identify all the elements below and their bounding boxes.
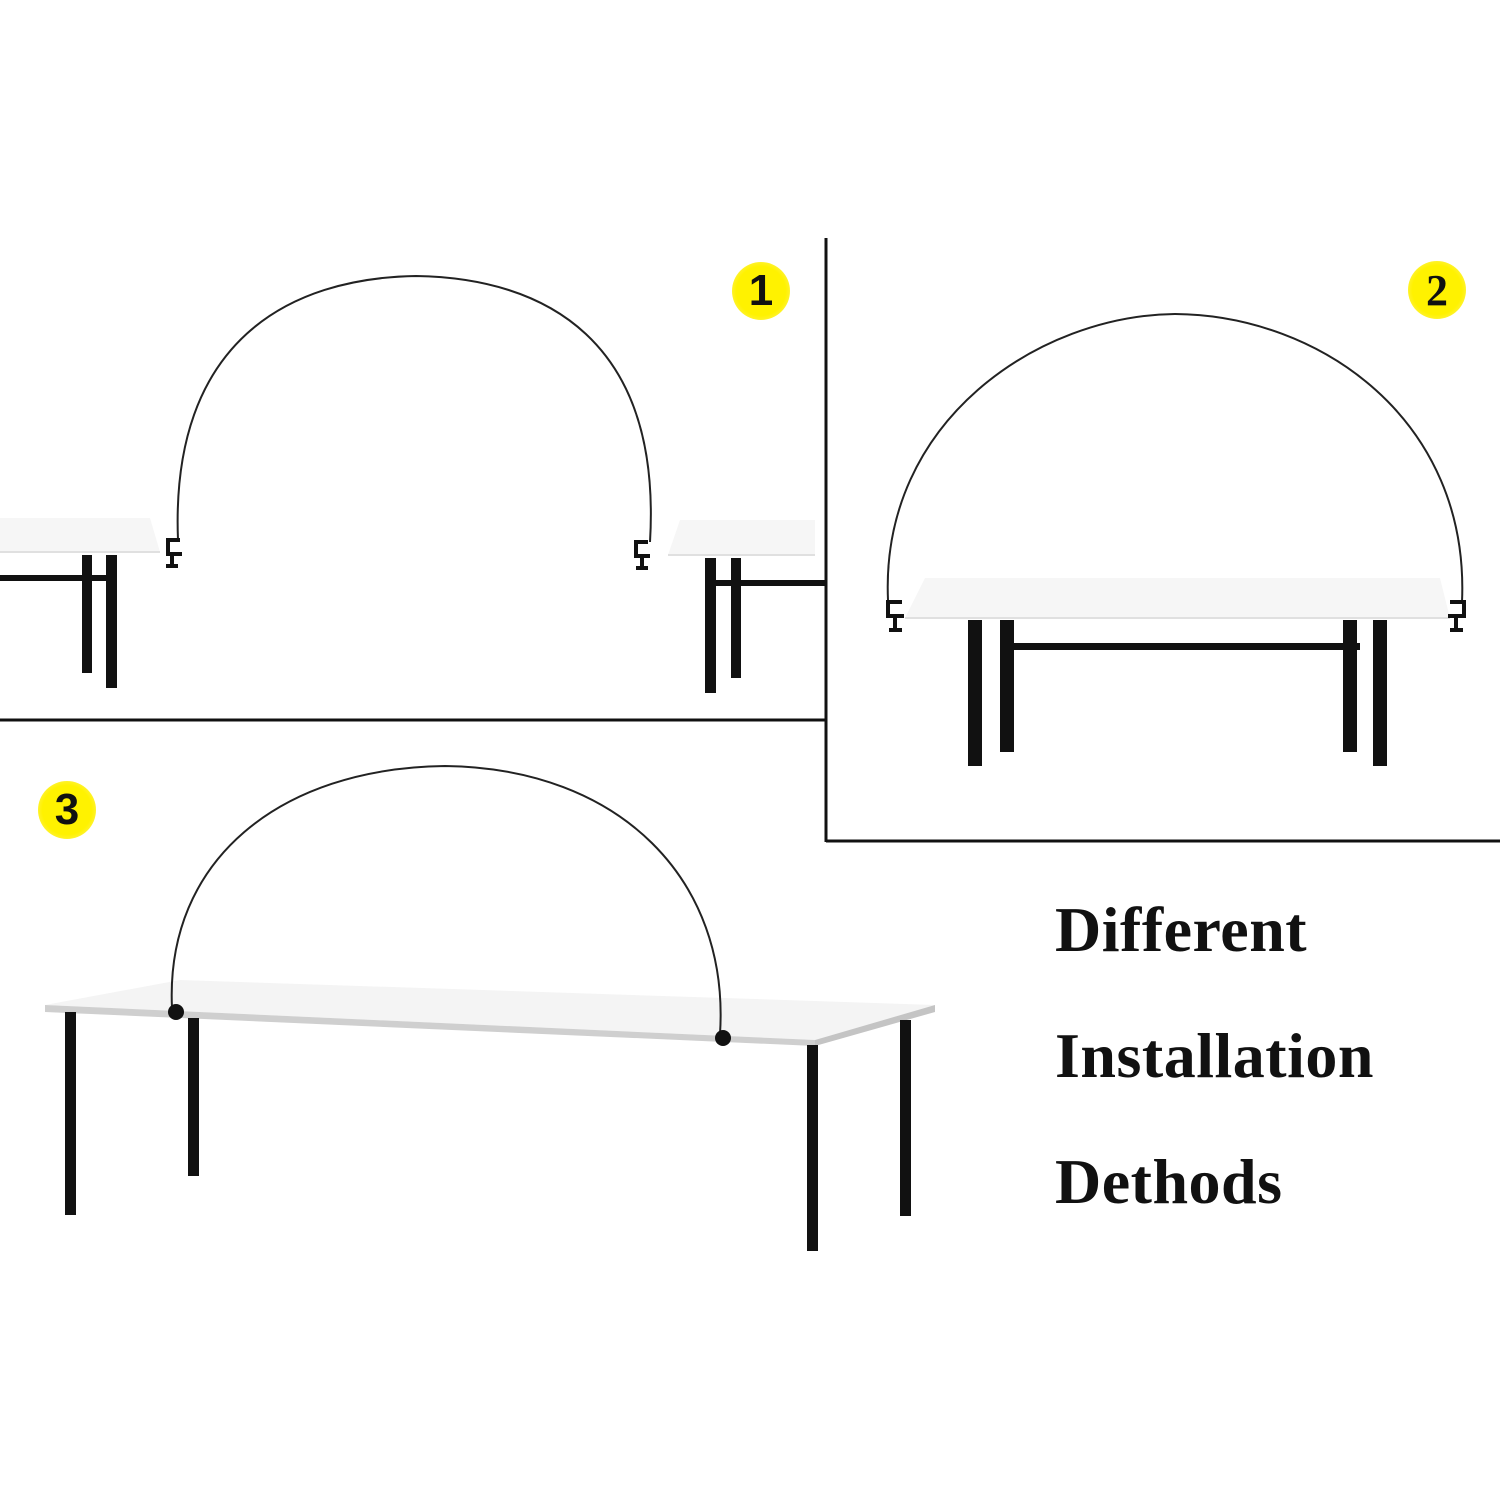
clamp-icon <box>1448 600 1466 632</box>
caption-line-2: Installation <box>1055 1020 1374 1091</box>
step-3-number: 3 <box>54 785 80 834</box>
clamp-icon <box>886 600 904 632</box>
clamp-icon <box>168 1004 184 1020</box>
caption-line-1: Different <box>1055 894 1308 965</box>
clamp-icon <box>715 1030 731 1046</box>
panel-3-long-table <box>45 764 935 1251</box>
panel-2-single-table <box>886 312 1466 766</box>
step-3-badge: 3 <box>38 781 96 839</box>
step-1-badge: 1 <box>732 262 790 320</box>
panel-borders <box>0 238 1500 843</box>
step-1-number: 1 <box>748 266 774 315</box>
step-2-badge: 2 <box>1408 261 1466 319</box>
panel-1-two-tables <box>0 274 826 693</box>
clamp-icon <box>166 538 182 568</box>
caption-line-3: Dethods <box>1055 1146 1283 1217</box>
clamp-icon <box>634 540 650 570</box>
step-2-number: 2 <box>1426 265 1448 315</box>
